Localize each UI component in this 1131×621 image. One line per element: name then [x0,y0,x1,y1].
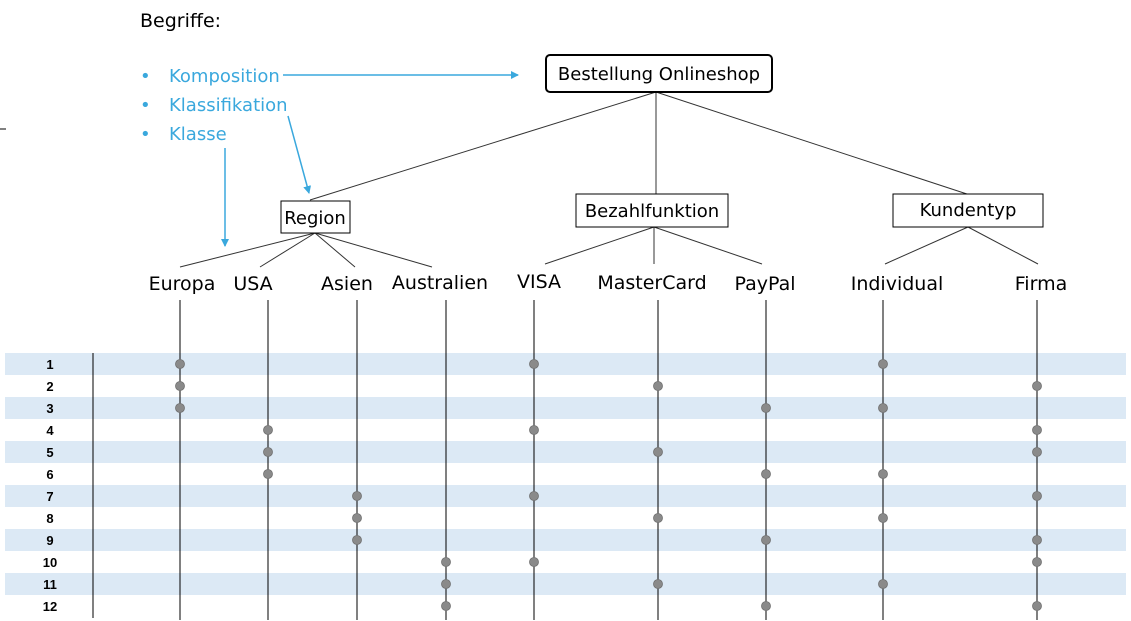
class-label-europa: Europa [149,273,216,295]
test-case-number: 9 [46,533,53,548]
test-case-marker [653,381,663,391]
test-case-marker [1032,447,1042,457]
test-case-marker [761,403,771,413]
class-label-mastercard: MasterCard [597,272,706,294]
test-case-marker [761,469,771,479]
test-case-marker [441,557,451,567]
test-case-number: 8 [46,511,53,526]
test-case-marker [878,359,888,369]
test-case-number: 2 [46,379,53,394]
test-case-marker [878,513,888,523]
root-node: Bestellung Onlineshop [545,54,773,93]
test-case-marker [653,579,663,589]
test-case-number: 5 [46,445,53,460]
class-columns [179,300,1038,620]
test-case-marker [441,579,451,589]
class-label-asien: Asien [321,273,373,295]
test-case-marker [529,425,539,435]
test-case-marker [761,535,771,545]
term-bullet: • [140,124,151,145]
row-band [5,441,1126,463]
test-case-number: 1 [46,357,53,372]
test-case-number: 7 [46,489,53,504]
test-case-marker [878,403,888,413]
test-case-marker [352,535,362,545]
test-case-marker [263,469,273,479]
test-case-marker [1032,491,1042,501]
test-case-marker [352,491,362,501]
row-band [5,397,1126,419]
term-klasse: Klasse [169,124,227,145]
test-case-number: 11 [43,577,57,592]
classification-node-bezahlfunktion: Bezahlfunktion [575,193,729,228]
test-case-marker [352,513,362,523]
test-case-marker [761,601,771,611]
row-band [5,485,1126,507]
test-case-marker [263,447,273,457]
terms-list: • Komposition • Klassifikation • Klasse [140,66,288,145]
classification-label: Kundentyp [920,200,1017,221]
test-case-number: 12 [43,599,57,614]
class-labels: Europa USA Asien Australien VISA MasterC… [149,271,1068,295]
class-label-visa: VISA [517,271,561,293]
test-case-marker [529,491,539,501]
classification-node-region: Region [280,200,351,234]
test-case-number: 4 [46,423,54,438]
test-case-marker [1032,381,1042,391]
term-komposition: Komposition [169,66,280,87]
test-case-marker [529,359,539,369]
test-case-marker [1032,557,1042,567]
test-case-marker [878,579,888,589]
test-case-marker [1032,425,1042,435]
klassifikation-arrow [287,115,312,194]
classification-label: Bezahlfunktion [585,201,719,222]
test-case-marker [175,359,185,369]
test-case-number: 6 [46,467,53,482]
root-label: Bestellung Onlineshop [558,64,760,85]
class-label-individual: Individual [851,273,944,295]
test-case-marker [263,425,273,435]
classification-label: Region [284,208,346,229]
test-case-marker [175,403,185,413]
test-case-marker [529,557,539,567]
test-case-number: 10 [43,555,57,570]
page-title: Begriffe: [140,10,221,32]
term-klassifikation: Klassifikation [169,95,288,116]
test-case-markers [175,359,1042,611]
term-bullet: • [140,66,151,87]
test-case-bands [5,353,1126,595]
test-case-marker [1032,601,1042,611]
test-case-marker [653,513,663,523]
term-bullet: • [140,95,151,116]
row-band [5,529,1126,551]
class-label-australien: Australien [392,272,488,294]
test-case-marker [653,447,663,457]
test-case-marker [1032,535,1042,545]
class-label-usa: USA [233,273,272,295]
test-case-marker [441,601,451,611]
test-case-marker [878,469,888,479]
row-band [5,573,1126,595]
test-case-marker [175,381,185,391]
class-label-paypal: PayPal [734,273,795,295]
tree-connectors [179,91,1039,268]
class-label-firma: Firma [1015,273,1067,295]
row-band [5,353,1126,375]
classification-node-kundentyp: Kundentyp [892,193,1044,228]
test-case-number: 3 [46,401,53,416]
